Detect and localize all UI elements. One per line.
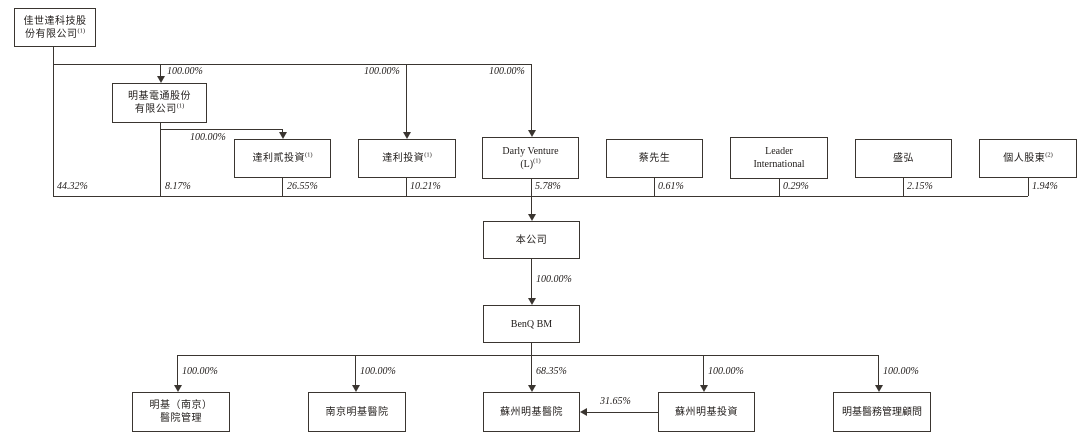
pct-stake-shenghong: 2.15% [907,181,933,192]
arrowhead-benq-corp [157,76,165,83]
node-suzhou-invest: 蘇州明基投資 [658,392,755,432]
connector-to-darly [531,64,532,130]
node-nanjing-mgmt: 明基（南京） 醫院管理 [132,392,230,432]
connector-benq-corp-down [160,123,161,196]
stub-daly [406,178,407,196]
arrowhead-nanjing-mgmt [174,385,182,392]
connector-benq-to-daly2 [160,129,282,130]
pct-stake-darly: 5.78% [535,181,561,192]
pct-stake-tsai: 0.61% [658,181,684,192]
node-suzhou-hospital: 蘇州明基醫院 [483,392,580,432]
arrowhead-company [528,214,536,221]
pct-stake-leader: 0.29% [783,181,809,192]
arrowhead-daly2 [279,132,287,139]
stub-daly2 [282,178,283,196]
pct-benq-bm-to-nanjing-mgmt: 100.00% [182,366,218,377]
pct-qisda-to-benq-corp: 100.00% [167,66,203,77]
footnote-sup: (1) [304,151,313,159]
footnote-sup: (1) [533,157,541,165]
pct-qisda-to-daly: 100.00% [364,66,400,77]
stub-leader [779,179,780,196]
connector-to-company [531,196,532,214]
pct-company-to-benq-bm: 100.00% [536,274,572,285]
arrowhead-suzhou-invest [700,385,708,392]
pct-stake-benq-corp: 8.17% [165,181,191,192]
pct-stake-individual: 1.94% [1032,181,1058,192]
node-shenghong: 盛弘 [855,139,952,178]
node-benq-consult: 明基醫務管理顧問 [833,392,931,432]
pct-suzhou-invest-to-hosp: 31.65% [600,396,631,407]
arrowhead-benq-bm [528,298,536,305]
pct-benq-bm-to-suzhou-hosp: 68.35% [536,366,567,377]
footnote-sup: (1) [176,102,185,110]
pct-qisda-to-darly: 100.00% [489,66,525,77]
node-benq-bm: BenQ BM [483,305,580,343]
pct-benq-bm-to-nanjing-hosp: 100.00% [360,366,396,377]
connector-to-suzhou-hosp [531,355,532,385]
connector-qisda-down [53,47,54,196]
connector-top-rail [53,64,531,65]
pct-benq-bm-to-benq-consult: 100.00% [883,366,919,377]
pct-stake-daly2: 26.55% [287,181,318,192]
footnote-sup: (2) [1045,151,1053,159]
connector-benqbm-down [531,343,532,355]
stub-shenghong [903,178,904,196]
footnote-sup: (1) [424,151,432,159]
node-mr-tsai: 蔡先生 [606,139,703,178]
arrowhead-suzhou-hosp-right [580,408,587,416]
node-daly2: 達利貳投資(1) [234,139,331,178]
stub-tsai [654,178,655,196]
node-daly: 達利投資(1) [358,139,456,178]
connector-suzhouinvest-to-hosp [587,412,658,413]
node-nanjing-hospital: 南京明基醫院 [308,392,406,432]
footnote-sup: (1) [77,27,86,35]
arrowhead-benq-consult [875,385,883,392]
arrowhead-suzhou-hosp [528,385,536,392]
node-company: 本公司 [483,221,580,259]
connector-daly2-drop [282,129,283,133]
shareholder-collector-rail [53,196,1028,197]
connector-to-benq-consult [878,355,879,385]
node-darly-venture: Darly Venture (L)(1) [482,137,579,179]
stub-darly [531,179,532,196]
connector-to-nanjing-hosp [355,355,356,385]
node-individual-shareholders: 個人股東(2) [979,139,1077,178]
arrowhead-nanjing-hosp [352,385,360,392]
arrowhead-darly [528,130,536,137]
connector-to-benq-corp [160,64,161,77]
connector-company-to-benqbm [531,259,532,298]
arrowhead-daly [403,132,411,139]
stub-individual [1028,178,1029,196]
connector-to-suzhou-invest [703,355,704,385]
pct-benq-corp-to-daly2: 100.00% [190,132,226,143]
connector-to-daly [406,64,407,132]
pct-benq-bm-to-suzhou-invest: 100.00% [708,366,744,377]
node-qisda: 佳世達科技股 份有限公司(1) [14,8,96,47]
node-benq-corp: 明基電通股份 有限公司(1) [112,83,207,123]
pct-stake-qisda: 44.32% [57,181,88,192]
node-leader-international: Leader International [730,137,828,179]
pct-stake-daly: 10.21% [410,181,441,192]
connector-to-nanjing-mgmt [177,355,178,385]
subsidiary-collector-rail [177,355,878,356]
